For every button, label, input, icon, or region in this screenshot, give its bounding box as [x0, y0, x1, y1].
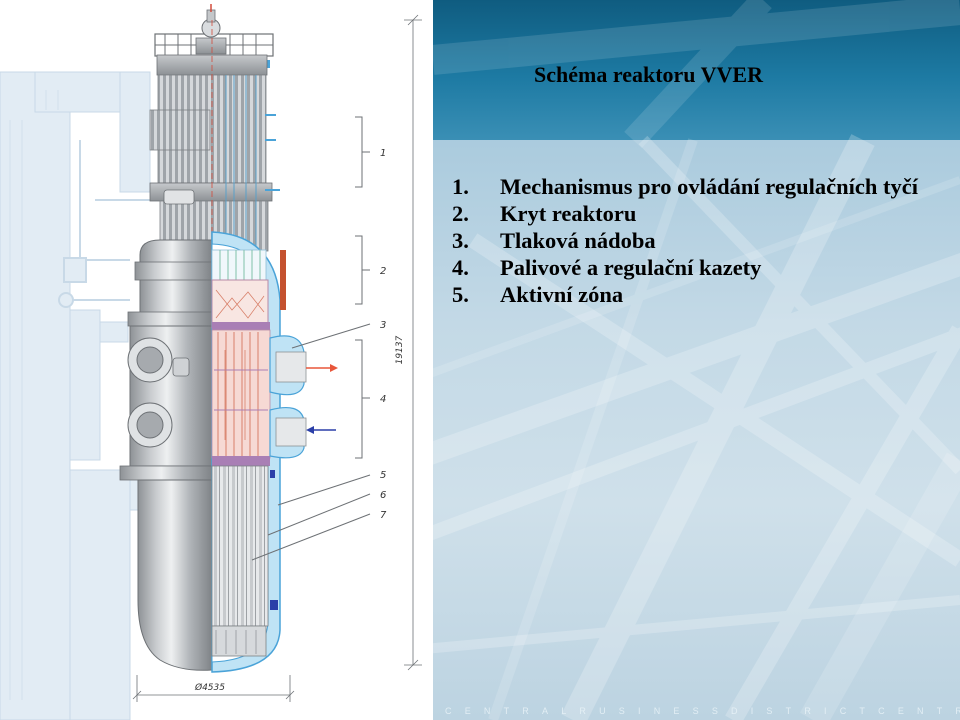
panel-decoration	[433, 0, 960, 720]
legend-list: 1. Mechanismus pro ovládání regulačních …	[452, 173, 932, 308]
shaft-pipes	[58, 140, 160, 308]
vessel-section	[211, 231, 338, 673]
legend-number: 2.	[452, 201, 469, 226]
footer-watermark: CENTRALRUSINESSDISTRICTCENTRA	[445, 706, 960, 716]
background-panel	[433, 0, 960, 720]
reactor-diagram: 1 2 3 4 5 6 7 19137	[0, 0, 433, 720]
outlet-arrow	[306, 364, 338, 372]
callout-2: 2	[380, 266, 386, 277]
legend-item: 4. Palivové a regulační kazety	[452, 254, 932, 281]
callout-7: 7	[380, 510, 387, 521]
slide-title: Schéma reaktoru VVER	[534, 62, 763, 87]
diameter-dimension	[132, 675, 295, 702]
legend-text: Kryt reaktoru	[500, 201, 637, 226]
concrete-shaft	[0, 71, 151, 720]
callout-1: 1	[380, 148, 386, 159]
legend-item: 2. Kryt reaktoru	[452, 200, 932, 227]
legend-text: Palivové a regulační kazety	[500, 255, 762, 280]
legend-item: 1. Mechanismus pro ovládání regulačních …	[452, 173, 932, 200]
legend-number: 4.	[452, 255, 469, 280]
legend-text: Mechanismus pro ovládání regulačních tyč…	[500, 174, 918, 199]
reactor-drawing: 1 2 3 4 5 6 7 19137	[0, 4, 422, 720]
legend-number: 5.	[452, 282, 469, 307]
callout-6: 6	[380, 490, 386, 501]
vessel-exterior	[119, 239, 213, 671]
legend-item: 5. Aktivní zóna	[452, 281, 932, 308]
legend-item: 3. Tlaková nádoba	[452, 227, 932, 254]
callout-4: 4	[380, 394, 386, 405]
legend-number: 3.	[452, 228, 469, 253]
legend-text: Aktivní zóna	[500, 282, 624, 307]
callout-labels: 1 2 3 4 5 6 7	[380, 148, 387, 521]
header-band	[433, 0, 960, 140]
diameter-dimension-label: Ø4535	[194, 682, 225, 693]
height-dimension	[404, 14, 422, 671]
inlet-arrow	[306, 426, 336, 434]
callout-brackets	[251, 116, 371, 561]
legend-text: Tlaková nádoba	[500, 228, 656, 253]
callout-5: 5	[380, 470, 386, 481]
height-dimension-label: 19137	[395, 335, 405, 364]
legend-number: 1.	[452, 174, 469, 199]
callout-3: 3	[380, 320, 386, 331]
shaft-texture	[9, 90, 59, 700]
